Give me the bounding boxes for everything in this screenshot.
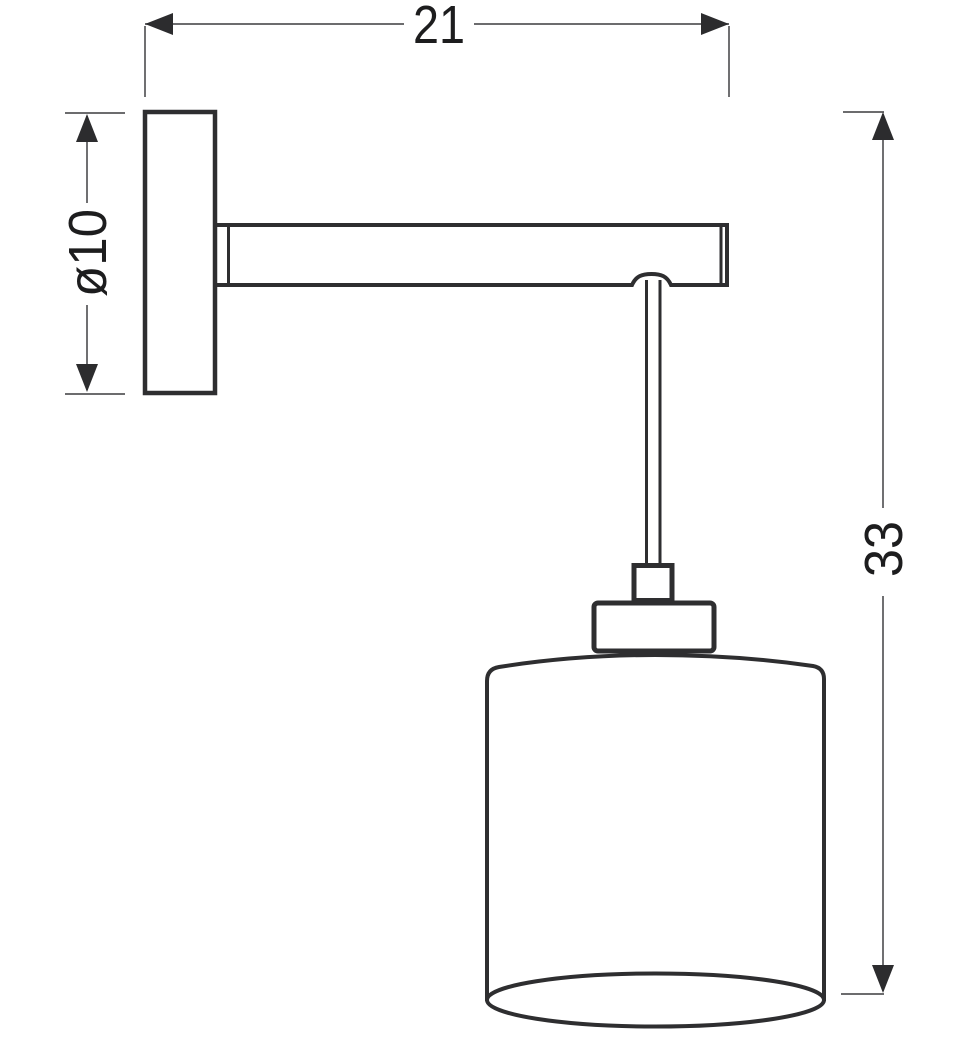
- arm: [213, 223, 729, 287]
- lamp-shade: [485, 652, 826, 1029]
- shade-bottom-rim: [485, 971, 826, 1029]
- diameter-dimension-label: ø10: [58, 209, 118, 297]
- arrow-down-icon: [76, 364, 98, 392]
- height-dimension-label: 33: [854, 521, 914, 577]
- shade-body: [485, 652, 826, 1001]
- arrow-right-icon: [701, 13, 729, 35]
- arrow-down-icon: [872, 965, 894, 993]
- dimension-diameter: ø10: [58, 112, 125, 395]
- arrow-up-icon: [872, 112, 894, 140]
- dimension-width: 21: [144, 0, 730, 97]
- lamp-figure: [142, 109, 826, 1029]
- dimension-height: 33: [841, 111, 914, 995]
- wall-plate: [142, 109, 218, 396]
- width-dimension-label: 21: [413, 0, 465, 55]
- socket-cap: [591, 600, 717, 654]
- socket-neck: [631, 563, 675, 603]
- arm-body: [213, 223, 729, 287]
- arrow-left-icon: [145, 13, 173, 35]
- arrow-up-icon: [76, 114, 98, 142]
- socket: [591, 563, 717, 654]
- suspension-rod: [645, 280, 662, 567]
